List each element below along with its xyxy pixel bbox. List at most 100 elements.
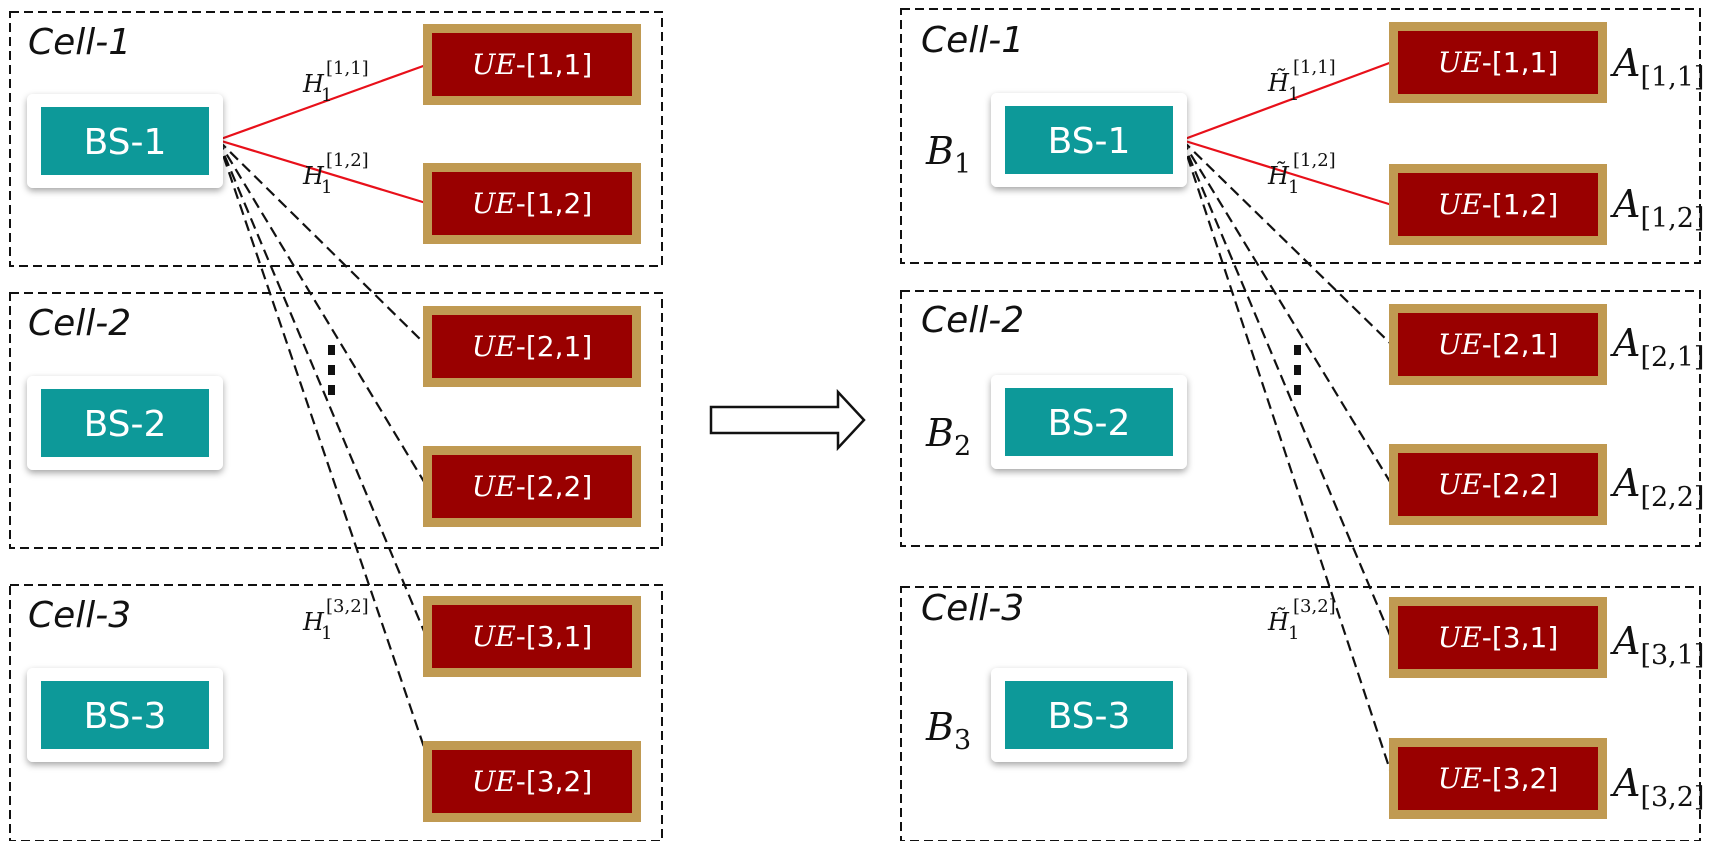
left-ellipsis <box>328 345 335 395</box>
right-ue-matrix-2-2: A[2,2] <box>1610 461 1704 513</box>
left-ue-1-2-letters: UE <box>472 187 516 220</box>
right-cell-3-label: Cell-3 <box>921 588 1024 629</box>
left-cell-2-box <box>9 292 663 549</box>
svg-text:[1,1]: [1,1] <box>1293 57 1336 78</box>
svg-text:[1,2]: [1,2] <box>1293 150 1336 171</box>
svg-text:1: 1 <box>1288 623 1299 644</box>
left-channel-label-1-2: H 1 [1,2] <box>302 150 369 198</box>
svg-text:UE-[2,1]: UE-[2,1] <box>1438 328 1559 361</box>
left-ue-2-2-index: -[2,2] <box>516 470 592 503</box>
right-ue-3-1-index: -[3,1] <box>1482 621 1558 654</box>
right-bs-matrix-1: B1 <box>925 129 971 180</box>
right-ue-1-2-index: -[1,2] <box>1482 188 1558 221</box>
svg-text:1: 1 <box>321 177 332 198</box>
svg-text:UE-[1,1]: UE-[1,1] <box>1438 46 1559 79</box>
right-bs-1: BS-1 <box>991 93 1187 187</box>
svg-text:1: 1 <box>321 623 332 644</box>
left-channel-label-3-2: H 1 [3,2] <box>302 596 369 644</box>
svg-text:UE-[2,2]: UE-[2,2] <box>472 470 593 503</box>
right-channel-label-1-2: H̃ 1 [1,2] <box>1267 150 1336 198</box>
right-ue-3-2-index: -[3,2] <box>1482 762 1558 795</box>
left-ue-2-2-letters: UE <box>472 470 516 503</box>
right-cell-1-label: Cell-1 <box>921 20 1024 61</box>
right-ue-2-2-index: -[2,2] <box>1482 468 1558 501</box>
right-link-bs1-ue12 <box>1181 138 1393 207</box>
svg-text:[1,2]: [1,2] <box>326 150 369 171</box>
svg-text:H: H <box>302 162 325 190</box>
left-bs-2: BS-2 <box>27 376 223 470</box>
right-cell-2-label: Cell-2 <box>921 300 1024 341</box>
right-ue-matrix-1-1: A[1,1] <box>1610 41 1704 93</box>
left-ue-2-2: UE-[2,2] <box>423 446 641 527</box>
left-link-bs1-ue21 <box>217 139 427 346</box>
svg-text:1: 1 <box>1288 84 1299 105</box>
right-ue-3-1-letters: UE <box>1438 621 1482 654</box>
svg-text:H: H <box>302 608 325 636</box>
left-cell-3-box <box>9 584 663 841</box>
right-bs-3: BS-3 <box>991 668 1187 762</box>
right-ue-1-2-letters: UE <box>1438 188 1482 221</box>
left-ue-1-2-index: -[1,2] <box>516 187 592 220</box>
right-ue-matrix-1-2: A[1,2] <box>1610 182 1704 234</box>
svg-text:UE-[1,1]: UE-[1,1] <box>472 48 593 81</box>
right-cell-2-box <box>900 290 1701 547</box>
right-ue-matrix-2-1: A[2,1] <box>1610 321 1704 373</box>
svg-text:UE-[3,2]: UE-[3,2] <box>472 765 593 798</box>
right-ue-1-1-index: -[1,1] <box>1482 46 1558 79</box>
right-ue-3-2-letters: UE <box>1438 762 1482 795</box>
left-ue-1-2: UE-[1,2] <box>423 163 641 244</box>
left-ue-2-1-index: -[2,1] <box>516 330 592 363</box>
right-channel-label-3-2: H̃ 1 [3,2] <box>1267 596 1336 644</box>
right-ue-2-1-index: -[2,1] <box>1482 328 1558 361</box>
left-bs-3-label: BS-3 <box>84 696 167 737</box>
left-bs-2-label: BS-2 <box>84 404 167 445</box>
left-link-bs1-ue11 <box>217 63 427 142</box>
left-bs-1: BS-1 <box>27 94 223 188</box>
svg-text:UE-[3,1]: UE-[3,1] <box>472 620 593 653</box>
left-cell-1-label: Cell-1 <box>28 22 131 63</box>
svg-text:UE-[1,2]: UE-[1,2] <box>1438 188 1559 221</box>
svg-text:[1,1]: [1,1] <box>326 58 369 79</box>
right-ue-3-1: UE-[3,1] <box>1389 597 1607 678</box>
left-ue-3-1-index: -[3,1] <box>516 620 592 653</box>
right-channel-label-1-1: H̃ 1 [1,1] <box>1267 57 1336 105</box>
svg-text:H̃: H̃ <box>1267 162 1290 190</box>
left-cell-3-label: Cell-3 <box>28 595 131 636</box>
right-panel: Cell-1 Cell-2 Cell-3 B1 B2 B3 BS-1 BS-2 … <box>900 8 1704 841</box>
svg-text:UE-[2,2]: UE-[2,2] <box>1438 468 1559 501</box>
right-bs-1-label: BS-1 <box>1048 121 1131 162</box>
svg-text:H: H <box>302 70 325 98</box>
right-ue-2-2-letters: UE <box>1438 468 1482 501</box>
right-ellipsis <box>1294 345 1301 395</box>
right-cell-3-box <box>900 586 1701 841</box>
left-cell-2-label: Cell-2 <box>28 303 131 344</box>
right-link-bs1-ue31 <box>1180 139 1394 641</box>
right-ue-matrix-3-2: A[3,2] <box>1610 761 1704 813</box>
left-ue-1-1-index: -[1,1] <box>516 48 592 81</box>
svg-text:H̃: H̃ <box>1267 608 1290 636</box>
right-bs-matrix-3: B3 <box>925 705 971 756</box>
left-link-bs1-ue31 <box>216 139 428 637</box>
right-bs-2-label: BS-2 <box>1048 403 1131 444</box>
right-ue-1-1-letters: UE <box>1438 46 1482 79</box>
svg-text:UE-[3,1]: UE-[3,1] <box>1438 621 1559 654</box>
left-ue-2-1: UE-[2,1] <box>423 306 641 387</box>
right-bs-2: BS-2 <box>991 375 1187 469</box>
svg-text:UE-[1,2]: UE-[1,2] <box>472 187 593 220</box>
right-ue-1-2: UE-[1,2] <box>1389 164 1607 245</box>
right-link-bs1-ue32 <box>1180 139 1394 777</box>
left-ue-3-1: UE-[3,1] <box>423 596 641 677</box>
left-bs-1-label: BS-1 <box>84 122 167 163</box>
left-panel: Cell-1 Cell-2 Cell-3 BS-1 BS-2 BS-3 UE-[… <box>9 11 663 841</box>
left-link-bs1-ue32 <box>216 139 428 754</box>
svg-text:[3,2]: [3,2] <box>1293 596 1336 617</box>
right-ue-matrix-3-1: A[3,1] <box>1610 619 1704 671</box>
right-link-bs1-ue21 <box>1181 139 1393 346</box>
left-ue-3-2-index: -[3,2] <box>516 765 592 798</box>
right-ue-2-2: UE-[2,2] <box>1389 444 1607 525</box>
svg-text:UE-[2,1]: UE-[2,1] <box>472 330 593 363</box>
left-ue-3-1-letters: UE <box>472 620 516 653</box>
left-link-bs1-ue12 <box>217 138 427 205</box>
right-cell-1-box <box>900 8 1701 264</box>
